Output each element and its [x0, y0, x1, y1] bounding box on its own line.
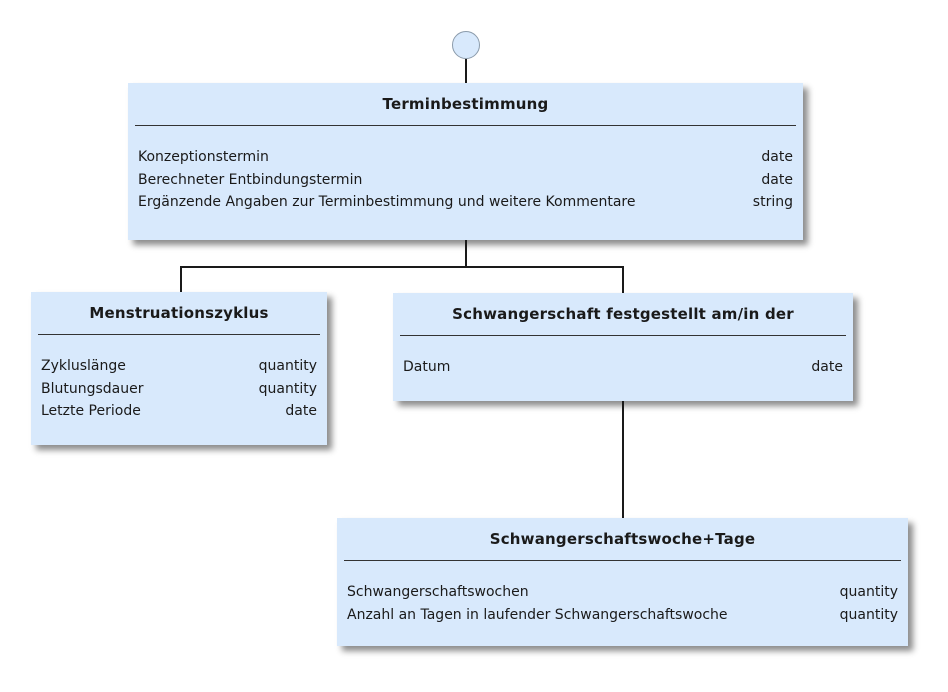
field-row: Ergänzende Angaben zur Terminbestimmung …: [138, 191, 793, 214]
field-row: Letzte Periode date: [41, 400, 317, 423]
title-separator: [38, 334, 320, 335]
field-type: date: [811, 359, 843, 375]
connector-root-stem: [465, 59, 467, 83]
field-label: Zykluslänge: [41, 358, 126, 374]
field-type: quantity: [839, 606, 898, 623]
field-type: date: [761, 149, 793, 165]
field-label: Berechneter Entbindungstermin: [138, 171, 363, 188]
field-type: quantity: [258, 358, 317, 374]
field-row: Konzeptionstermin date: [138, 146, 793, 169]
connector-horizontal-bar: [180, 266, 624, 268]
field-label: Schwangerschaftswochen: [347, 584, 529, 600]
title-separator: [135, 125, 796, 126]
node-title: Menstruationszyklus: [89, 304, 269, 322]
field-type: string: [752, 194, 793, 210]
field-type: date: [761, 171, 793, 188]
root-node-circle: [452, 31, 480, 59]
title-separator: [400, 335, 846, 336]
connector-right-drop: [622, 268, 624, 293]
field-row: Schwangerschaftswochen quantity: [347, 581, 898, 604]
node-title: Schwangerschaftswoche+Tage: [489, 530, 756, 548]
field-type: date: [285, 403, 317, 419]
connector-root-drop: [465, 240, 467, 267]
field-list: Datum date: [393, 336, 853, 379]
field-label: Ergänzende Angaben zur Terminbestimmung …: [138, 194, 636, 210]
field-row: Berechneter Entbindungstermin date: [138, 169, 793, 192]
node-schwangerschaftswoche-tage[interactable]: Schwangerschaftswoche+Tage Schwangerscha…: [337, 518, 908, 646]
field-row: Blutungsdauer quantity: [41, 378, 317, 401]
field-list: Konzeptionstermin date Berechneter Entbi…: [128, 126, 803, 214]
connector-grandchild-drop: [622, 401, 624, 518]
node-title: Schwangerschaft festgestellt am/in der: [452, 305, 794, 323]
field-list: Zykluslänge quantity Blutungsdauer quant…: [31, 335, 327, 423]
field-type: quantity: [258, 380, 317, 397]
field-row: Datum date: [403, 356, 843, 379]
title-separator: [344, 560, 901, 561]
field-type: quantity: [839, 584, 898, 600]
field-label: Letzte Periode: [41, 403, 141, 419]
field-label: Konzeptionstermin: [138, 149, 269, 165]
node-schwangerschaft-festgestellt[interactable]: Schwangerschaft festgestellt am/in der D…: [393, 293, 853, 401]
connector-left-drop: [180, 268, 182, 292]
node-terminbestimmung[interactable]: Terminbestimmung Konzeptionstermin date …: [128, 83, 803, 240]
field-row: Zykluslänge quantity: [41, 355, 317, 378]
field-list: Schwangerschaftswochen quantity Anzahl a…: [337, 561, 908, 626]
field-label: Datum: [403, 359, 451, 375]
node-title: Terminbestimmung: [382, 95, 549, 113]
field-label: Anzahl an Tagen in laufender Schwangersc…: [347, 606, 728, 623]
field-row: Anzahl an Tagen in laufender Schwangersc…: [347, 604, 898, 627]
node-menstruationszyklus[interactable]: Menstruationszyklus Zykluslänge quantity…: [31, 292, 327, 445]
field-label: Blutungsdauer: [41, 380, 144, 397]
